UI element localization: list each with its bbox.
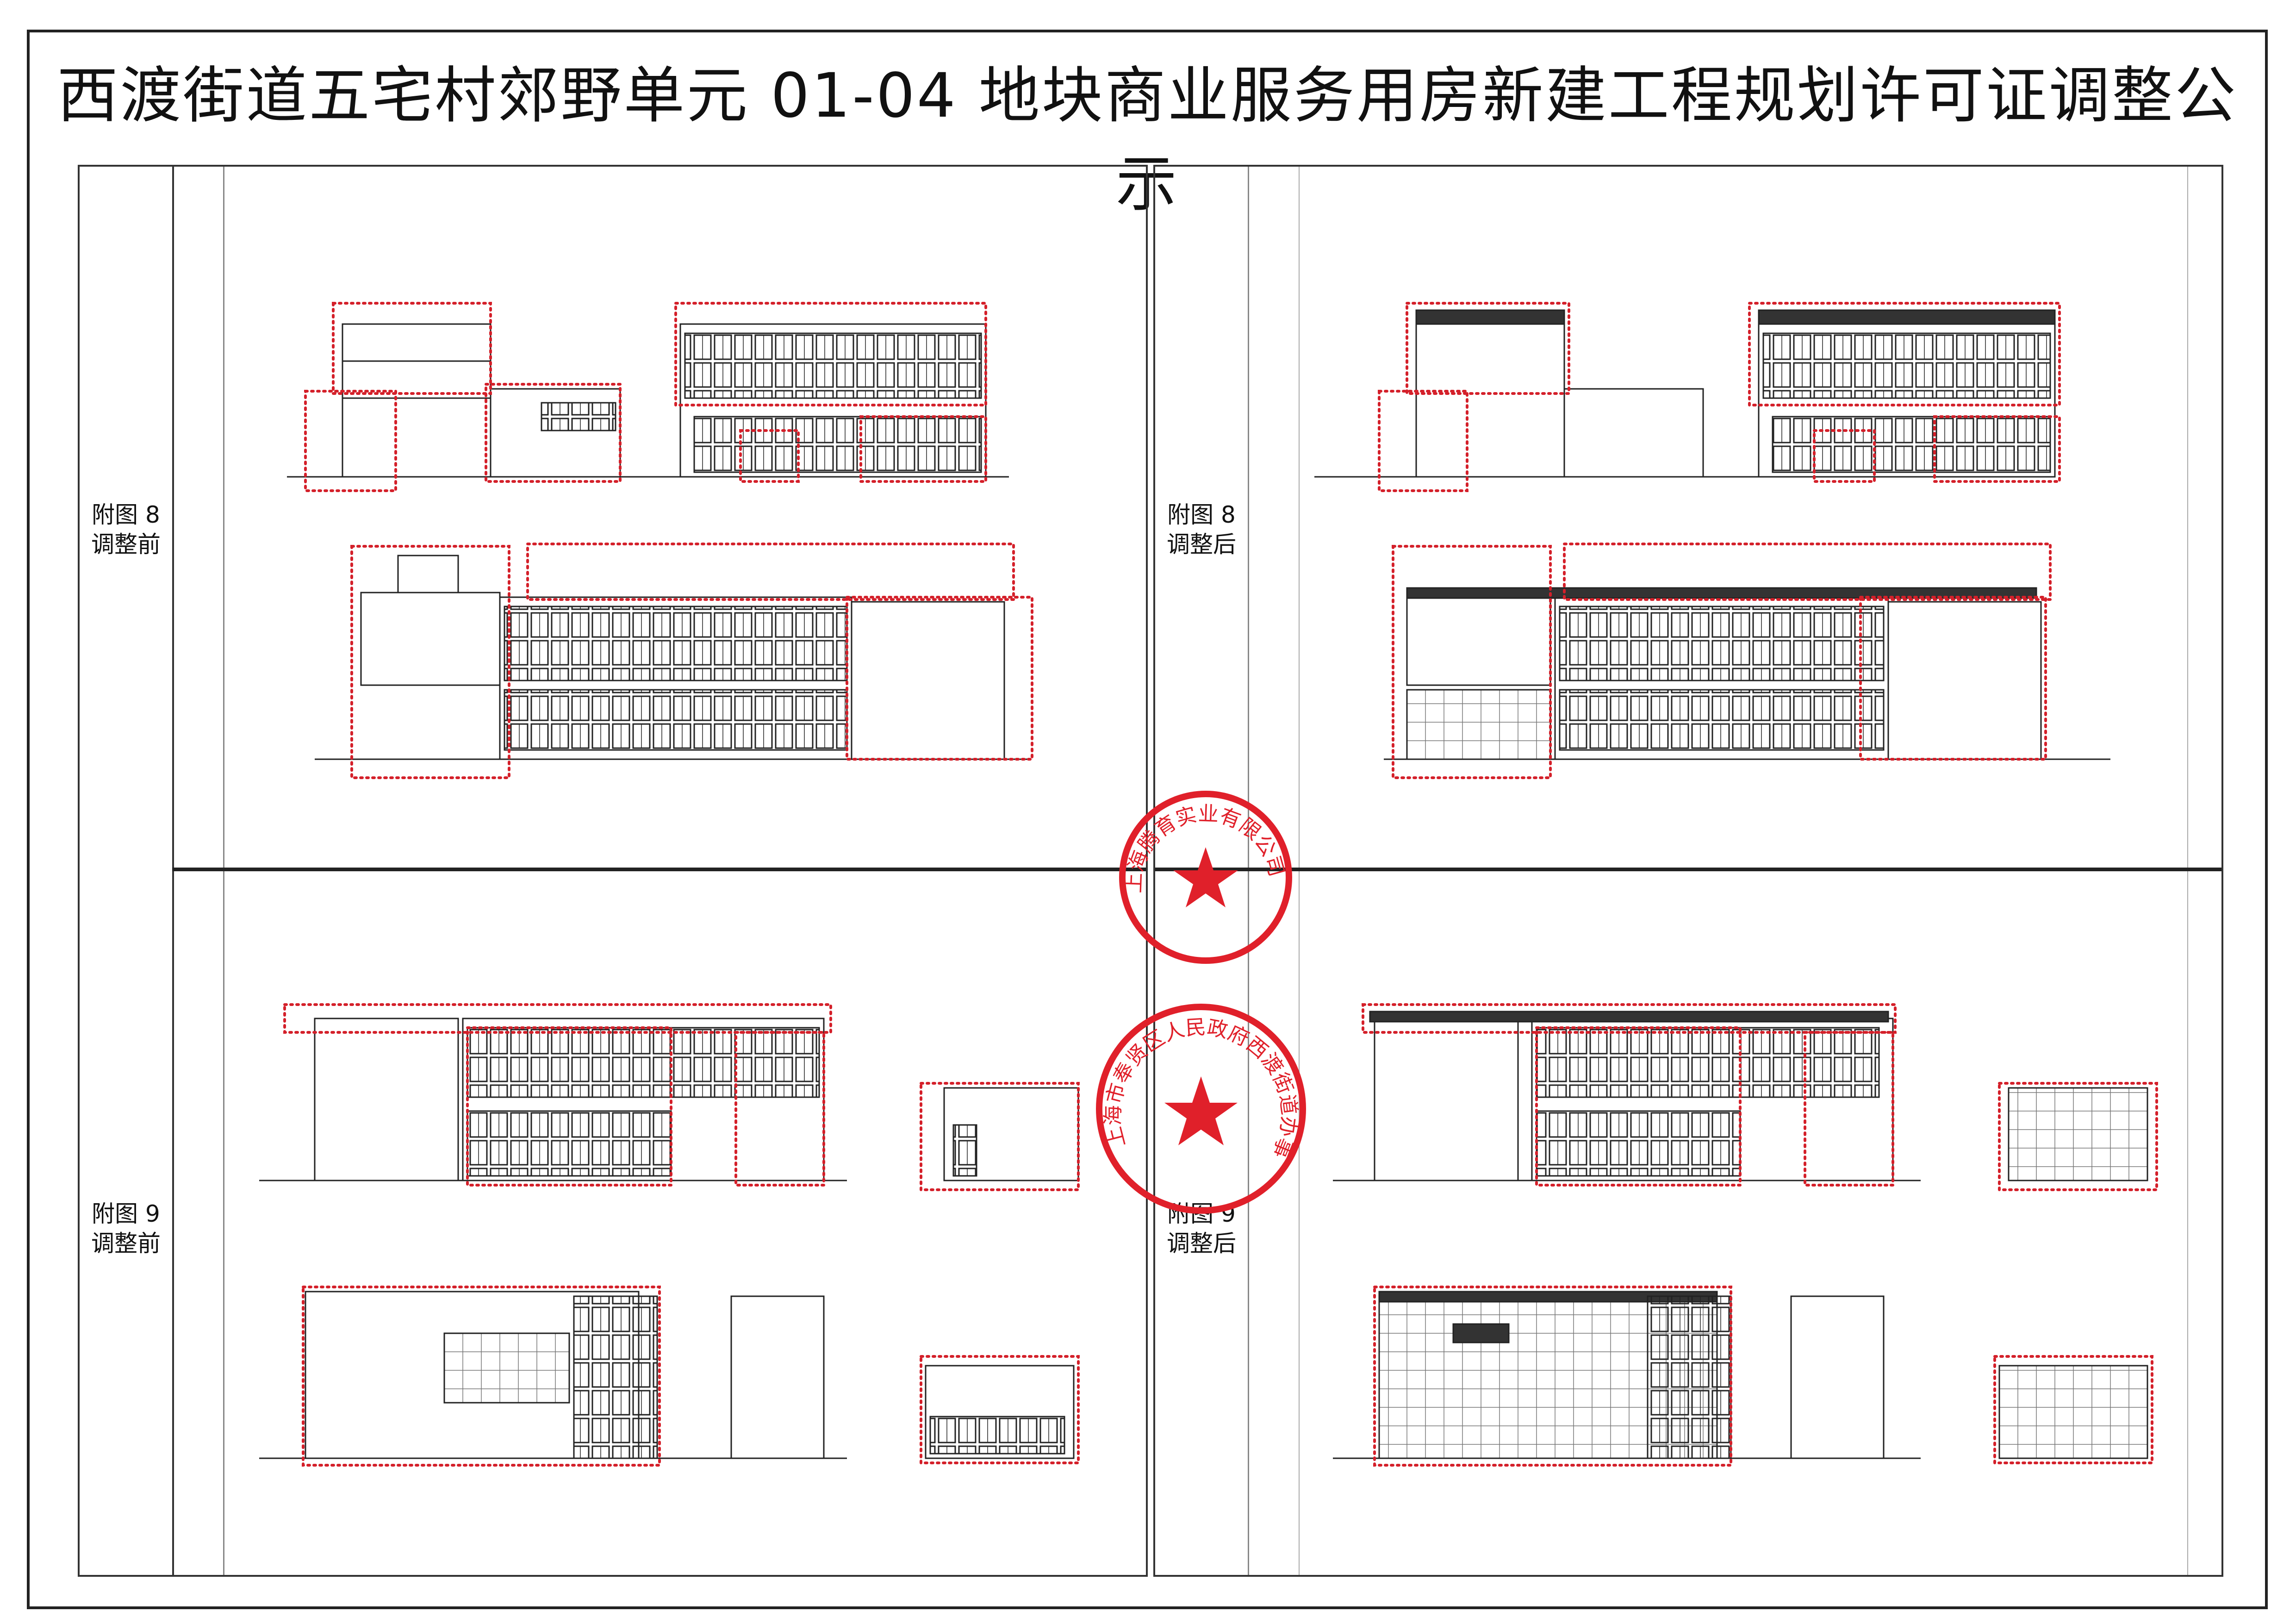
elevation-9b-1 xyxy=(259,1018,1079,1181)
document-frame xyxy=(27,30,2268,1609)
elevation-9a-2 xyxy=(1333,1291,2148,1459)
markup-9a-2 xyxy=(1373,1286,2153,1467)
page-title: 西渡街道五宅村郊野单元 01-04 地块商业服务用房新建工程规划许可证调整公示 xyxy=(57,60,2238,220)
svg-text:上海市奉贤区人民政府西渡街道办事处: 上海市奉贤区人民政府西渡街道办事处 xyxy=(1092,1000,1301,1162)
panel-before: 附图 8 调整前 附图 9 调整前 xyxy=(78,165,1148,1577)
company-seal: 上海腾育实业有限公司 xyxy=(1119,791,1292,964)
fig9-before-label: 附图 9 调整前 xyxy=(80,1199,172,1258)
markup-8a-1 xyxy=(1378,302,2061,492)
fig-state: 调整前 xyxy=(91,531,161,558)
elevation-8b-1 xyxy=(287,323,1009,478)
markup-9b-1 xyxy=(283,1003,1080,1191)
elevation-8a-1 xyxy=(1314,309,2056,478)
elevation-8b-2 xyxy=(315,555,1027,760)
fig-state: 调整后 xyxy=(1167,531,1236,558)
fig8-after-label: 附图 8 调整后 xyxy=(1155,500,1248,559)
fig-state: 调整后 xyxy=(1167,1230,1236,1257)
fig-state: 调整前 xyxy=(91,1230,161,1257)
panel-divider xyxy=(172,868,1146,871)
markup-8b-2 xyxy=(350,543,1033,779)
markup-9b-2 xyxy=(302,1286,1080,1467)
fig-number: 附图 9 xyxy=(92,1200,160,1227)
fig-number: 附图 8 xyxy=(92,501,160,528)
fig8-before-label: 附图 8 调整前 xyxy=(80,500,172,559)
government-seal: 上海市奉贤区人民政府西渡街道办事处 xyxy=(1092,1000,1306,1214)
markup-9a-1 xyxy=(1362,1003,2158,1191)
fig-number: 附图 8 xyxy=(1167,501,1236,528)
panel-divider xyxy=(1155,868,2221,871)
elevation-9b-2 xyxy=(259,1291,1075,1459)
elevation-8a-2 xyxy=(1384,587,2110,760)
elevation-9a-1 xyxy=(1333,1011,2148,1181)
markup-8a-2 xyxy=(1392,543,2052,779)
markup-8b-1 xyxy=(304,302,987,492)
